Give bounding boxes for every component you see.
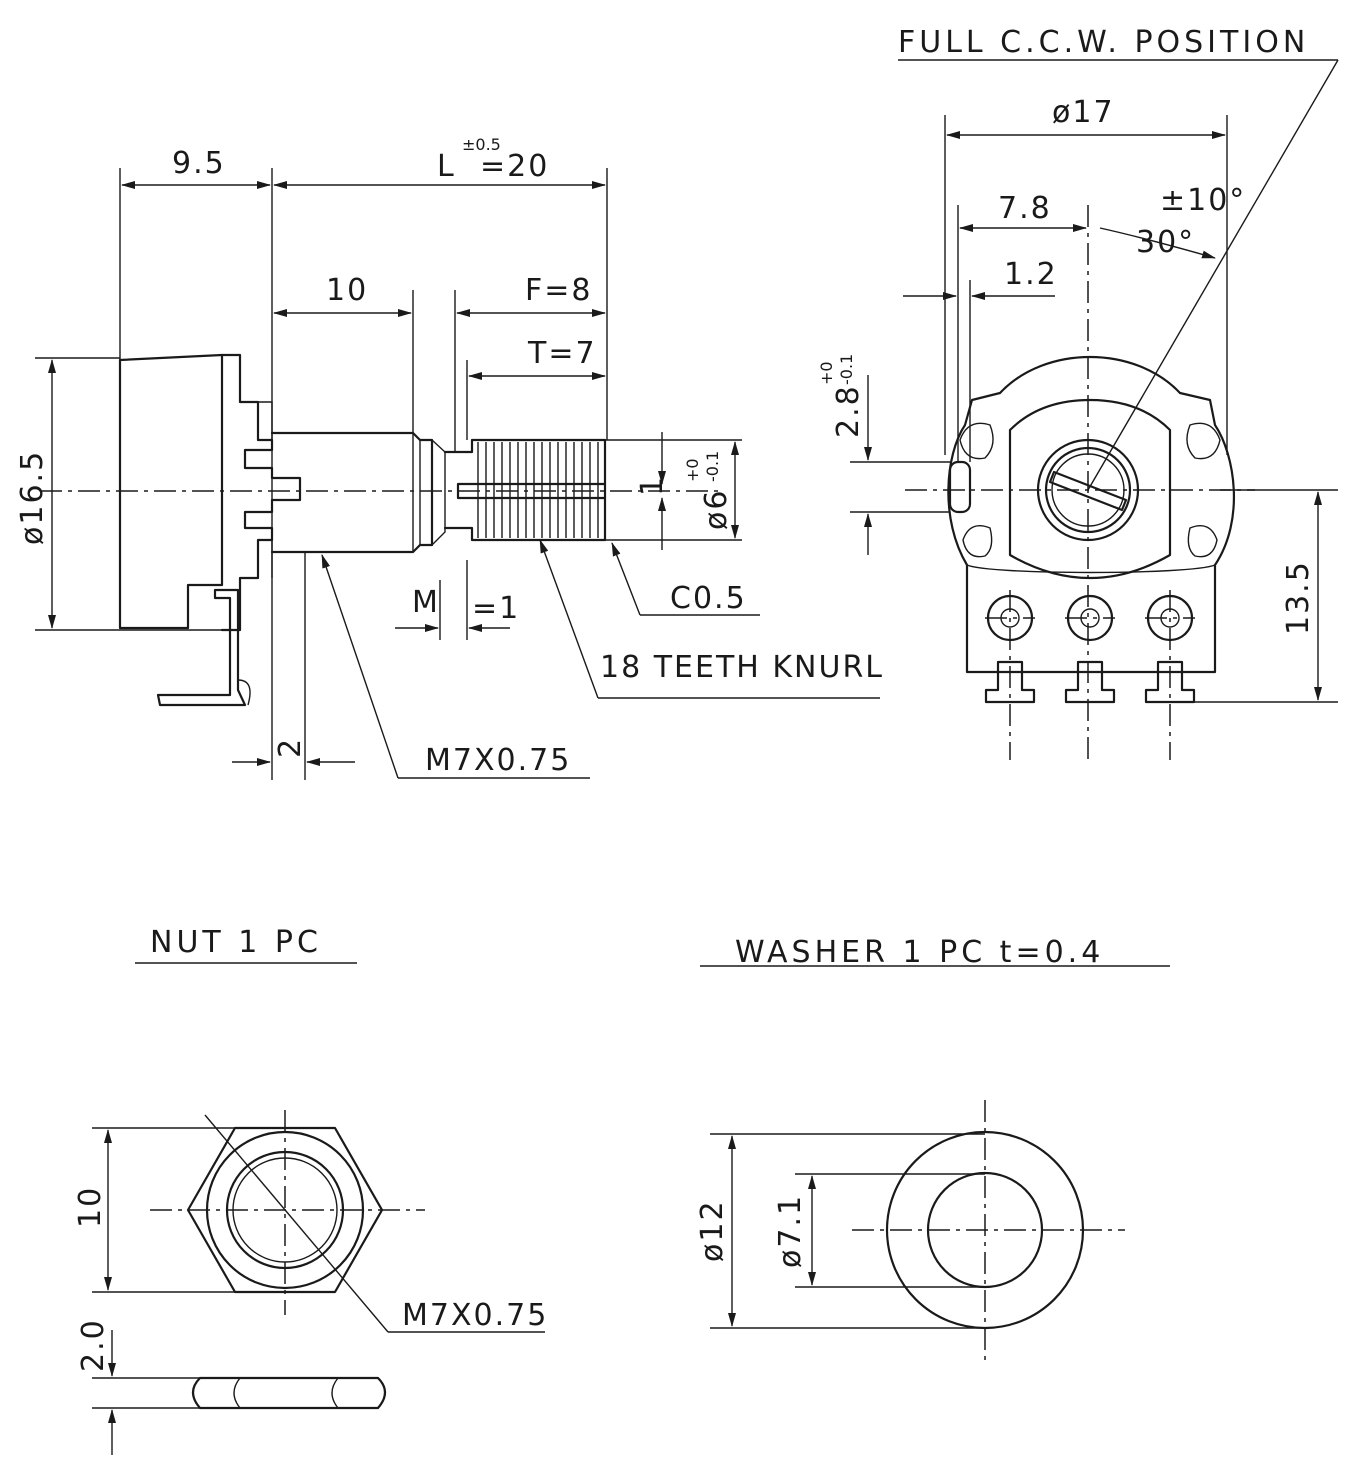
nut-view: NUT 1 PC 10 M7X0.75 2.0 — [73, 925, 548, 1455]
ear-top-right — [1186, 422, 1221, 460]
label-knurl: 18 TEETH KNURL — [600, 650, 884, 685]
leader-chamfer — [611, 542, 641, 616]
end-dim-offset: 7.8 — [998, 191, 1052, 226]
dim-shaft-tol-lower: -0.1 — [703, 451, 722, 482]
end-dim-tab-height: 2.8 — [831, 384, 866, 438]
end-dim-angle-tol: ±10° — [1160, 183, 1246, 218]
label-thread: M7X0.75 — [425, 743, 571, 778]
nut-label-thread: M7X0.75 — [402, 1298, 548, 1333]
ear-bottom-left — [962, 525, 993, 558]
ccw-leader — [1087, 59, 1339, 491]
dim-body-depth: 9.5 — [172, 146, 226, 181]
end-view-title: FULL C.C.W. POSITION — [898, 25, 1309, 60]
dim-length-value: =20 — [480, 149, 549, 184]
terminal-bracket — [156, 588, 247, 707]
end-dim-diameter: ø17 — [1052, 95, 1115, 130]
nut-dim-across-flats: 10 — [73, 1186, 108, 1228]
dim-arc-30 — [1099, 227, 1216, 259]
leader-knurl — [539, 539, 599, 699]
washer-dim-outer: ø12 — [695, 1199, 730, 1262]
bushing-detail — [412, 433, 446, 552]
dim-length-label: L — [437, 149, 456, 184]
ear-bottom-right — [1187, 525, 1218, 558]
end-extension-lines — [850, 115, 1338, 703]
end-dim-terminal-height: 13.5 — [1281, 560, 1316, 635]
knurl-teeth — [477, 442, 599, 538]
shaft — [443, 438, 607, 542]
nut-side-profile — [191, 1376, 387, 1410]
dim-m-label: M — [412, 585, 440, 620]
dim-chamfer: C0.5 — [670, 581, 747, 616]
dim-m-value: =1 — [472, 591, 520, 626]
bushing — [270, 431, 434, 554]
end-body-plate — [966, 564, 1216, 574]
nut-dim-thickness: 2.0 — [76, 1318, 111, 1372]
terminals — [984, 594, 1196, 704]
terminal-bracket-bend — [237, 679, 251, 706]
dim-bushing: 10 — [326, 273, 368, 308]
dim-slot-width: 1 — [635, 475, 670, 496]
dim-diameter-body: ø16.5 — [15, 450, 50, 545]
pot-body-flange — [220, 353, 302, 632]
dim-teeth: T=7 — [527, 336, 597, 371]
end-dim-tab-width: 1.2 — [1004, 257, 1058, 292]
washer-dim-inner: ø7.1 — [773, 1194, 808, 1268]
side-extension-lines — [35, 168, 742, 780]
anti-rotation-tab — [948, 460, 972, 514]
end-inner-housing — [1008, 398, 1172, 580]
end-view: FULL C.C.W. POSITION — [817, 25, 1339, 760]
end-dim-tab-tol-lower: -0.1 — [837, 354, 856, 385]
nut-title: NUT 1 PC — [150, 925, 322, 960]
dim-shaft-diameter: ø6 — [699, 489, 734, 530]
washer-title: WASHER 1 PC t=0.4 — [735, 935, 1104, 970]
nut-side-flats — [233, 1377, 339, 1409]
end-dim-tab-tol-upper: +0 — [817, 361, 836, 385]
dim-flat: F=8 — [525, 273, 592, 308]
end-dim-angle: 30° — [1136, 225, 1195, 260]
dim-shaft-tol-upper: +0 — [683, 458, 702, 482]
end-centerlines — [905, 205, 1255, 760]
leader-thread — [321, 554, 399, 779]
dim-length-tolerance: ±0.5 — [462, 135, 501, 154]
leader-nut-thread — [204, 1114, 389, 1333]
side-view: 9.5 L ±0.5 =20 10 F=8 T=7 ø16.5 ø6 +0 -0… — [15, 135, 884, 780]
washer-view: WASHER 1 PC t=0.4 ø12 ø7.1 — [695, 935, 1170, 1365]
ear-top-left — [959, 422, 994, 460]
dim-washer-gap: 2 — [273, 737, 308, 758]
